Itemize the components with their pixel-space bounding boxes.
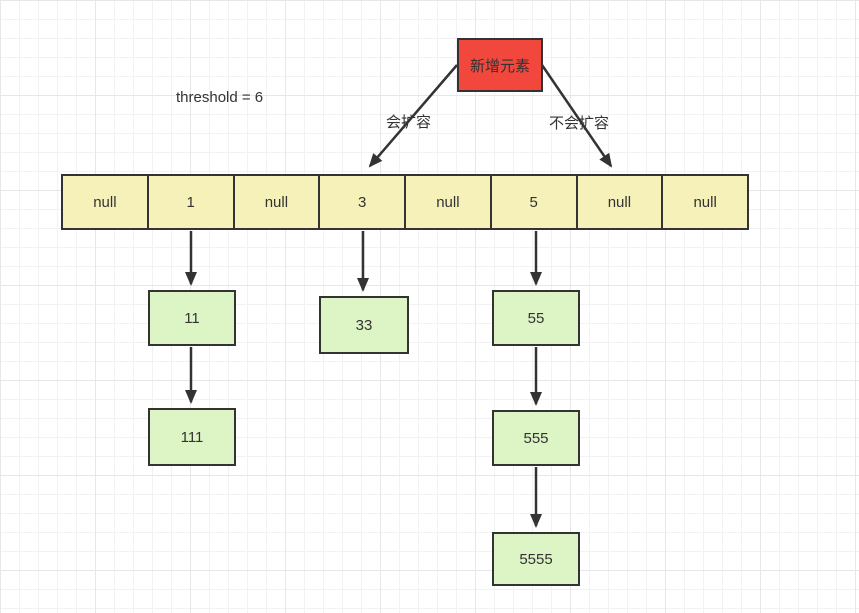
array-cell-3: 3: [318, 176, 404, 228]
chain-node-555: 555: [492, 410, 580, 466]
array-cell-5: 5: [489, 176, 576, 228]
expand-arrow-label: 会扩容: [386, 114, 432, 131]
array-cell-7: null: [661, 176, 747, 228]
chain-node-55-label: 55: [527, 309, 545, 327]
chain-node-33-label: 33: [355, 316, 373, 334]
chain-node-5555-label: 5555: [519, 550, 553, 568]
new-element-node: 新增元素: [457, 38, 543, 92]
chain-node-33: 33: [319, 296, 409, 354]
new-element-label: 新增元素: [469, 57, 530, 75]
array-cell-2: null: [232, 176, 319, 228]
array-cell-0: null: [63, 176, 147, 228]
array-cell-6: null: [575, 176, 662, 228]
chain-node-55: 55: [492, 290, 580, 346]
chain-node-11-label: 11: [184, 309, 200, 327]
chain-node-111-label: 111: [180, 428, 204, 446]
array-cell-4: null: [404, 176, 490, 228]
chain-node-5555: 5555: [492, 532, 580, 586]
hash-array: null 1 null 3 null 5 null null: [61, 174, 749, 230]
chain-node-555-label: 555: [523, 429, 549, 447]
array-cell-1: 1: [146, 176, 233, 228]
chain-node-111: 111: [148, 408, 236, 466]
threshold-label: threshold = 6: [176, 89, 264, 106]
chain-node-11: 11: [148, 290, 236, 346]
no-expand-arrow-label: 不会扩容: [549, 115, 610, 132]
